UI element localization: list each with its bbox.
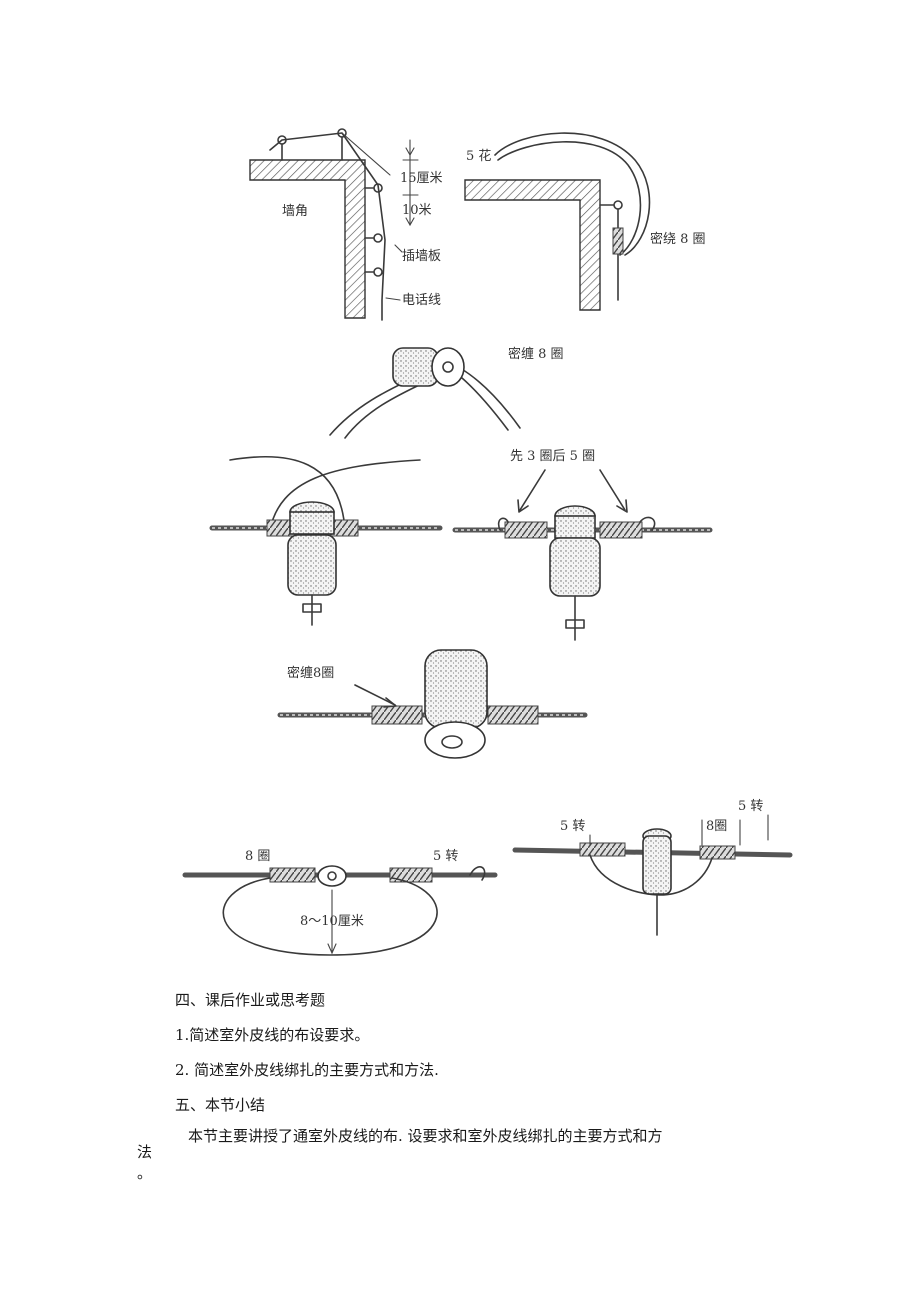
question-2: 2. 简述室外皮线绑扎的主要方式和方法. <box>175 1061 439 1079</box>
insulator-wrap-right-figure: 先 3 圈后 5 圈 <box>452 449 713 641</box>
label-qiang-jiao: 墙角 <box>282 204 308 219</box>
question-1: 1.简述室外皮线的布设要求。 <box>175 1026 370 1044</box>
label-15cm: 15厘米 <box>400 171 443 186</box>
wall-loop-figure: 5 花 密绕 8 圈 <box>464 132 706 311</box>
loop-figure: 8 圈 5 转 8～10厘米 <box>182 849 498 956</box>
label-zhuan5-a: 5 转 <box>433 849 458 864</box>
label-zhuan5-c: 5 转 <box>738 799 763 814</box>
label-quan8-b: 8圈 <box>706 819 727 834</box>
label-dian-hua-xian: 电话线 <box>402 293 441 308</box>
label-xian3-hou5: 先 3 圈后 5 圈 <box>510 449 595 464</box>
small-insulator-figure: 5 转 8圈 5 转 <box>512 799 793 936</box>
label-10m: 10米 <box>402 203 432 218</box>
label-cha-qiang-ban: 插墙板 <box>402 249 441 264</box>
label-mi-rao-8: 密绕 8 圈 <box>650 231 706 247</box>
label-mi-chan-8-b: 密缠8圈 <box>287 665 334 681</box>
wiring-illustrations: 墙角 15厘米 10米 插墙板 电话线 5 花 密绕 8 圈 密缠 8 圈 <box>182 128 793 956</box>
insulator-topdown-figure: 密缠8圈 <box>277 649 588 759</box>
label-zhuan5-b: 5 转 <box>560 819 585 834</box>
label-8-10cm: 8～10厘米 <box>300 914 364 929</box>
label-quan8-a: 8 圈 <box>245 849 270 864</box>
insulator-side-figure: 密缠 8 圈 <box>329 346 564 439</box>
label-mi-chan-8-a: 密缠 8 圈 <box>508 346 564 362</box>
summary-line-1: 本节主要讲授了通室外皮线的布. 设要求和室外皮线绑扎的主要方式和方 <box>188 1127 663 1145</box>
wall-corner-figure: 墙角 15厘米 10米 插墙板 电话线 <box>249 128 443 321</box>
heading-homework: 四、课后作业或思考题 <box>175 991 326 1009</box>
summary-line-2: 法 <box>137 1143 153 1161</box>
heading-summary: 五、本节小结 <box>175 1096 266 1114</box>
label-wu-hua: 5 花 <box>466 148 491 164</box>
insulator-wrap-left-figure <box>209 455 443 626</box>
summary-line-3: 。 <box>137 1164 153 1182</box>
